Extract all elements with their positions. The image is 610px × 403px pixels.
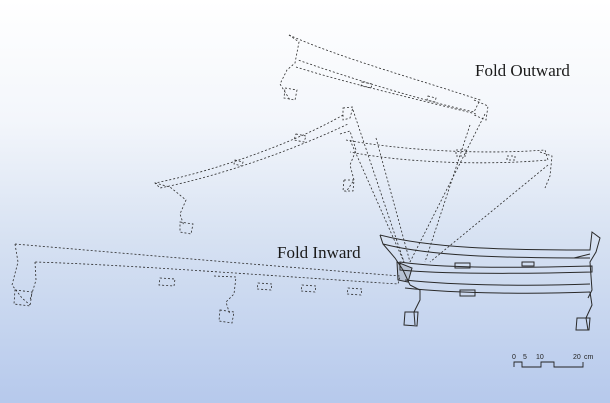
scale-unit: cm bbox=[584, 354, 594, 361]
bed-frame-folded bbox=[379, 231, 601, 331]
bed-frame-fold-outward-middle bbox=[154, 106, 553, 235]
fold-rotation-arcs bbox=[349, 109, 549, 263]
bed-frame-fold-outward-top bbox=[279, 34, 489, 121]
scale-bar: 0 5 10 20 cm bbox=[512, 354, 594, 368]
scale-tick-10: 10 bbox=[536, 354, 544, 361]
scale-tick-20: 20 bbox=[573, 354, 581, 361]
bed-frame-fold-inward-extended bbox=[11, 243, 401, 324]
fold-outward-label: Fold Outward bbox=[475, 61, 570, 80]
fold-inward-label: Fold Inward bbox=[277, 243, 361, 262]
scale-tick-5: 5 bbox=[523, 354, 527, 361]
scale-tick-0: 0 bbox=[512, 354, 516, 361]
